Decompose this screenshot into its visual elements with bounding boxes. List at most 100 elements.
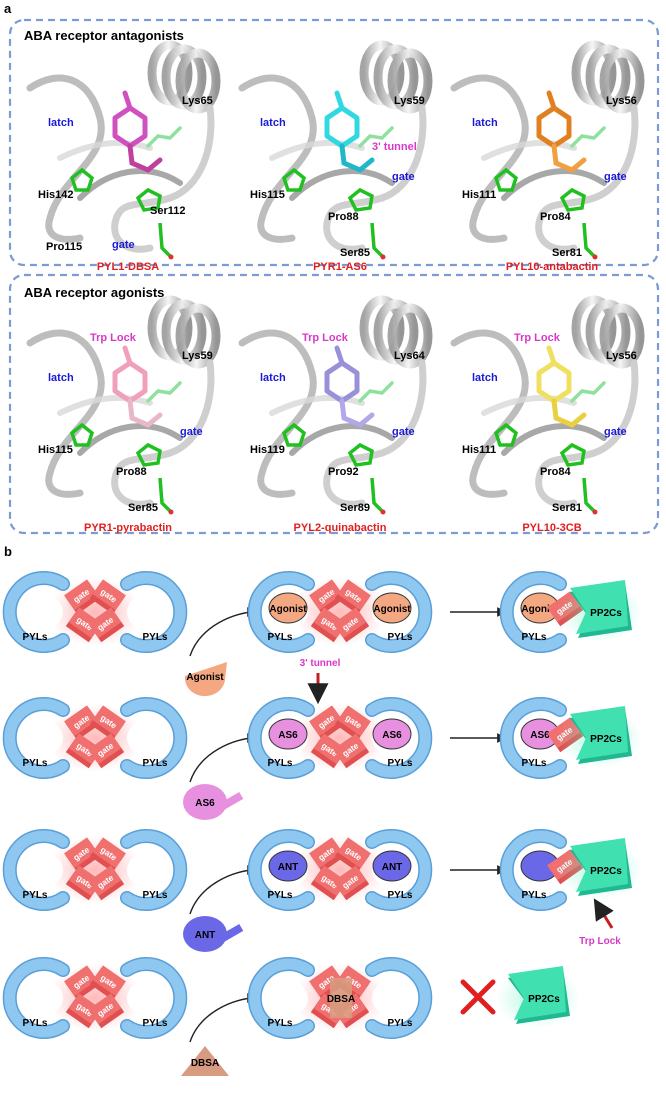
pyl-ring bbox=[4, 830, 69, 910]
pyl-ring bbox=[249, 830, 314, 910]
latch-label: latch bbox=[48, 117, 74, 129]
serine-stick bbox=[582, 477, 596, 513]
pyl-label: PYLs bbox=[521, 632, 546, 643]
pyl-label: PYLs bbox=[22, 758, 47, 769]
pp2c-label: PP2Cs bbox=[590, 866, 622, 877]
pyl-ring bbox=[366, 698, 431, 778]
pyl-ring bbox=[249, 572, 314, 652]
pyl-hole bbox=[372, 980, 416, 1016]
proline-stick bbox=[559, 187, 586, 212]
antagonists-frame bbox=[8, 18, 660, 267]
pp2c-block bbox=[570, 706, 628, 760]
helix-coil bbox=[599, 48, 645, 114]
residue-lys-label: Lys59 bbox=[182, 350, 213, 362]
pyl-label: PYLs bbox=[521, 890, 546, 901]
proline-stick bbox=[135, 442, 162, 467]
pyl-label: PYLs bbox=[142, 758, 167, 769]
gate-block: gate bbox=[334, 837, 371, 873]
gate-block-top bbox=[337, 837, 371, 869]
tunnel-annotation: 3' tunnel bbox=[300, 658, 341, 705]
pyl-label: PYLs bbox=[387, 758, 412, 769]
bound-ligand bbox=[372, 850, 412, 882]
gate-label: gate bbox=[392, 171, 415, 183]
pp2c-block bbox=[570, 580, 628, 634]
serine-stick bbox=[370, 222, 384, 258]
gate-label: gate bbox=[604, 171, 627, 183]
ribbon-loop bbox=[111, 359, 215, 508]
serine-oxygen bbox=[592, 509, 598, 515]
residue-his-label: His115 bbox=[250, 189, 285, 201]
gate-block: gate bbox=[333, 865, 370, 901]
free-ligand-label: AS6 bbox=[195, 798, 215, 809]
free-ligand bbox=[183, 916, 227, 952]
ligand-ring bbox=[324, 105, 360, 149]
gate-block-top bbox=[309, 579, 343, 611]
gate-block: gate bbox=[89, 965, 126, 1001]
residue-his-label: His115 bbox=[38, 444, 73, 456]
gate-block: gate bbox=[88, 865, 125, 901]
gate-block: gate bbox=[64, 705, 101, 741]
pyl-ring bbox=[366, 572, 431, 652]
latch-label: latch bbox=[472, 372, 498, 384]
ligand-ring bbox=[536, 105, 572, 149]
latch-label: latch bbox=[260, 117, 286, 129]
pyl-hole bbox=[19, 594, 63, 630]
binding-arrow bbox=[189, 733, 257, 783]
helix-coil bbox=[599, 303, 645, 369]
pyl-ring bbox=[121, 698, 186, 778]
panel-b-letter: b bbox=[4, 544, 12, 559]
ribbon-strand bbox=[501, 423, 607, 456]
bound-ligand bbox=[268, 718, 308, 750]
proline-stick bbox=[559, 442, 586, 467]
serine-oxygen bbox=[168, 254, 174, 260]
pyl-ring bbox=[366, 830, 431, 910]
residue-ser-label: Ser85 bbox=[128, 502, 158, 514]
pp2c-block bbox=[508, 966, 566, 1020]
ribbon-loop bbox=[535, 359, 639, 508]
helix-coil bbox=[387, 48, 433, 114]
pyl-ring bbox=[121, 958, 186, 1038]
gate-label: gate bbox=[604, 426, 627, 438]
gate-block-top bbox=[337, 579, 371, 611]
ligand-ring bbox=[536, 360, 572, 404]
lysine-stick bbox=[146, 381, 182, 403]
lysine-stick bbox=[358, 126, 394, 148]
gate-block: gate bbox=[64, 837, 101, 873]
lysine-stick bbox=[358, 381, 394, 403]
free-ligand bbox=[183, 784, 227, 820]
gate-block: gate bbox=[334, 705, 371, 741]
pyl-hole bbox=[127, 720, 171, 756]
bound-ligand-label: AS6 bbox=[278, 730, 298, 741]
agonists-title: ABA receptor agonists bbox=[24, 285, 164, 300]
lysine-stick bbox=[570, 126, 606, 148]
residue-pro-label: Pro88 bbox=[328, 211, 359, 223]
free-ligand bbox=[184, 662, 227, 697]
pyl-label: PYLs bbox=[142, 1018, 167, 1029]
ribbon-strand bbox=[269, 394, 365, 416]
gate-block-top bbox=[92, 965, 126, 997]
free-ligand-tail bbox=[215, 791, 244, 813]
pp2c-label: PP2Cs bbox=[590, 608, 622, 619]
latch-label: latch bbox=[260, 372, 286, 384]
gate-block-top bbox=[88, 993, 122, 1025]
bound-ligand-label: Agonist bbox=[373, 604, 411, 615]
ribbon-loop bbox=[535, 104, 639, 253]
free-ligand-tail bbox=[215, 923, 244, 945]
pyl-ring bbox=[4, 958, 69, 1038]
pyl-ring bbox=[4, 572, 69, 652]
ribbon-strand bbox=[77, 168, 183, 201]
pyl-ring bbox=[501, 698, 566, 778]
gate-block-top bbox=[309, 705, 343, 737]
serine-stick bbox=[370, 477, 384, 513]
ribbon-strand bbox=[289, 168, 395, 201]
ribbon-strand bbox=[501, 168, 607, 201]
trp-lock-label: Trp Lock bbox=[90, 332, 137, 344]
proline-stick bbox=[135, 187, 162, 212]
residue-his-label: His111 bbox=[462, 444, 496, 456]
helix-coil bbox=[175, 48, 221, 114]
ribbon-strand bbox=[77, 423, 183, 456]
structure-antagonists-2: Lys56latchHis111Pro84Ser81gatePYL10-anta… bbox=[450, 40, 645, 273]
